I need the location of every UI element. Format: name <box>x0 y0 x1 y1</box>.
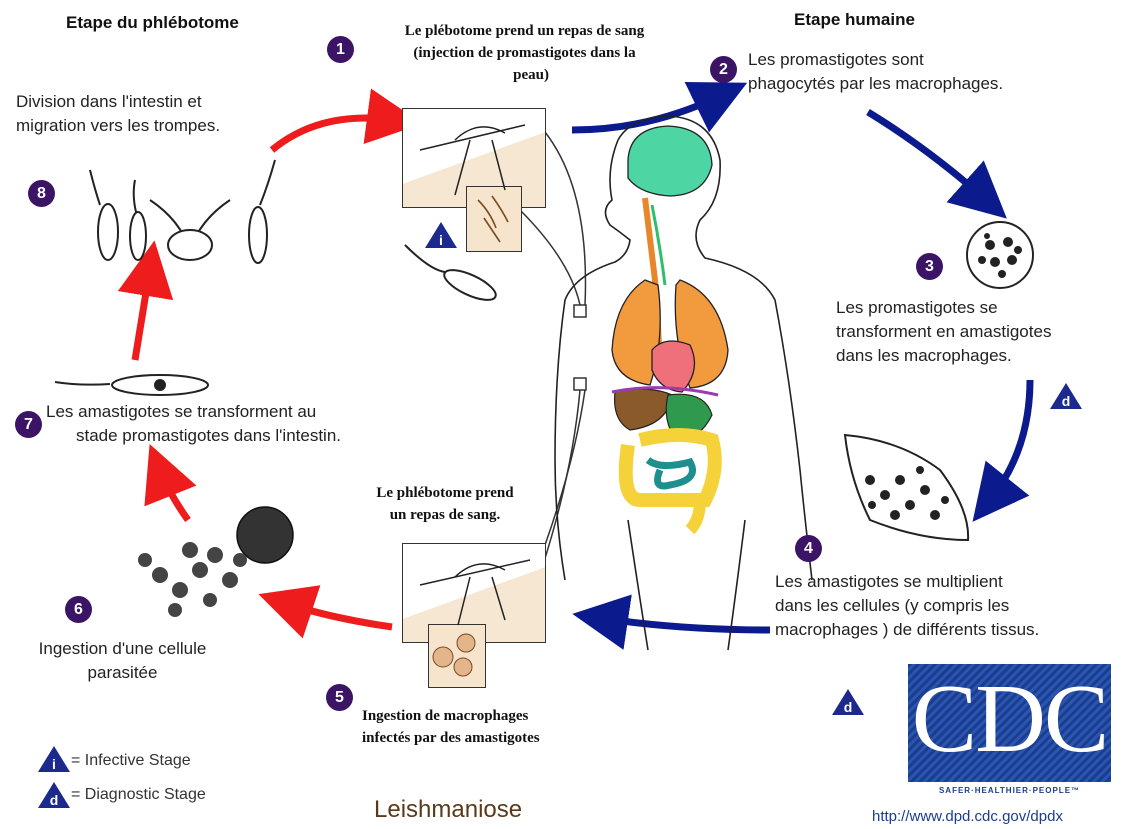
arrow-5-to-6 <box>285 603 392 627</box>
svg-text:i: i <box>439 232 443 248</box>
step-4-text: Les amastigotes se multiplient dans les … <box>775 570 1039 642</box>
step-badge-5: 5 <box>326 684 353 711</box>
step-badge-6: 6 <box>65 596 92 623</box>
step-5-top-text: Le phlébotome prend un repas de sang. <box>345 482 545 526</box>
macrophages-inset-box <box>428 624 486 688</box>
diagnostic-stage-label: = Diagnostic Stage <box>71 786 206 804</box>
step-badge-2: 2 <box>710 56 737 83</box>
step-3-text: Les promastigotes se transforment en ama… <box>836 296 1051 368</box>
cdc-url[interactable]: http://www.dpd.cdc.gov/dpdx <box>872 808 1063 825</box>
cdc-logo: CDC SAFER·HEALTHIER·PEOPLE™ <box>908 664 1111 802</box>
step-6-text: Ingestion d'une cellule parasitée <box>20 637 225 685</box>
arrow-4-to-5 <box>600 618 770 630</box>
brain <box>628 126 712 196</box>
infective-stage-label: = Infective Stage <box>71 752 191 770</box>
promastigote-step7 <box>55 375 208 395</box>
parasitized-cells-step6 <box>138 507 293 617</box>
step-8-text: Division dans l'intestin et migration ve… <box>16 90 220 138</box>
svg-text:d: d <box>50 792 59 808</box>
arrow-7-to-8 <box>135 268 150 360</box>
arrow-8-to-1 <box>272 118 395 150</box>
infected-cell-step4 <box>845 435 968 540</box>
svg-text:i: i <box>52 756 56 772</box>
step-badge-3: 3 <box>916 253 943 280</box>
step-5-text: Ingestion de macrophages infectés par de… <box>362 705 540 749</box>
step-1-text: Le plébotome prend un repas de sang (inj… <box>352 20 697 86</box>
step-badge-4: 4 <box>795 535 822 562</box>
promastigote-free <box>405 245 500 306</box>
infective-stage-icon-step1: i <box>424 221 458 249</box>
svg-text:d: d <box>844 699 853 715</box>
diagnostic-stage-icon-step4: d <box>831 688 865 716</box>
promastigotes-step8 <box>90 160 275 263</box>
arrow-6-to-7 <box>160 470 188 520</box>
arrow-3-to-4 <box>990 380 1030 500</box>
diagnostic-stage-legend-icon: d <box>37 781 71 809</box>
diagram-title: Leishmaniose <box>374 796 522 824</box>
step-badge-7: 7 <box>15 411 42 438</box>
infective-stage-legend-icon: i <box>37 745 71 773</box>
diagnostic-stage-icon-step3: d <box>1049 382 1083 410</box>
step-2-text: Les promastigotes sont phagocytés par le… <box>748 48 1003 96</box>
arrow-2-to-3 <box>868 112 986 200</box>
macrophage-cell-step3 <box>967 222 1033 288</box>
step-badge-8: 8 <box>28 180 55 207</box>
step-badge-1: 1 <box>327 36 354 63</box>
heart <box>652 341 695 392</box>
small-intestine <box>648 460 693 486</box>
promastigotes-inset-box <box>466 186 522 252</box>
svg-text:d: d <box>1062 393 1071 409</box>
liver <box>615 389 672 430</box>
step-7-text: Les amastigotes se transforment au stade… <box>46 400 341 448</box>
